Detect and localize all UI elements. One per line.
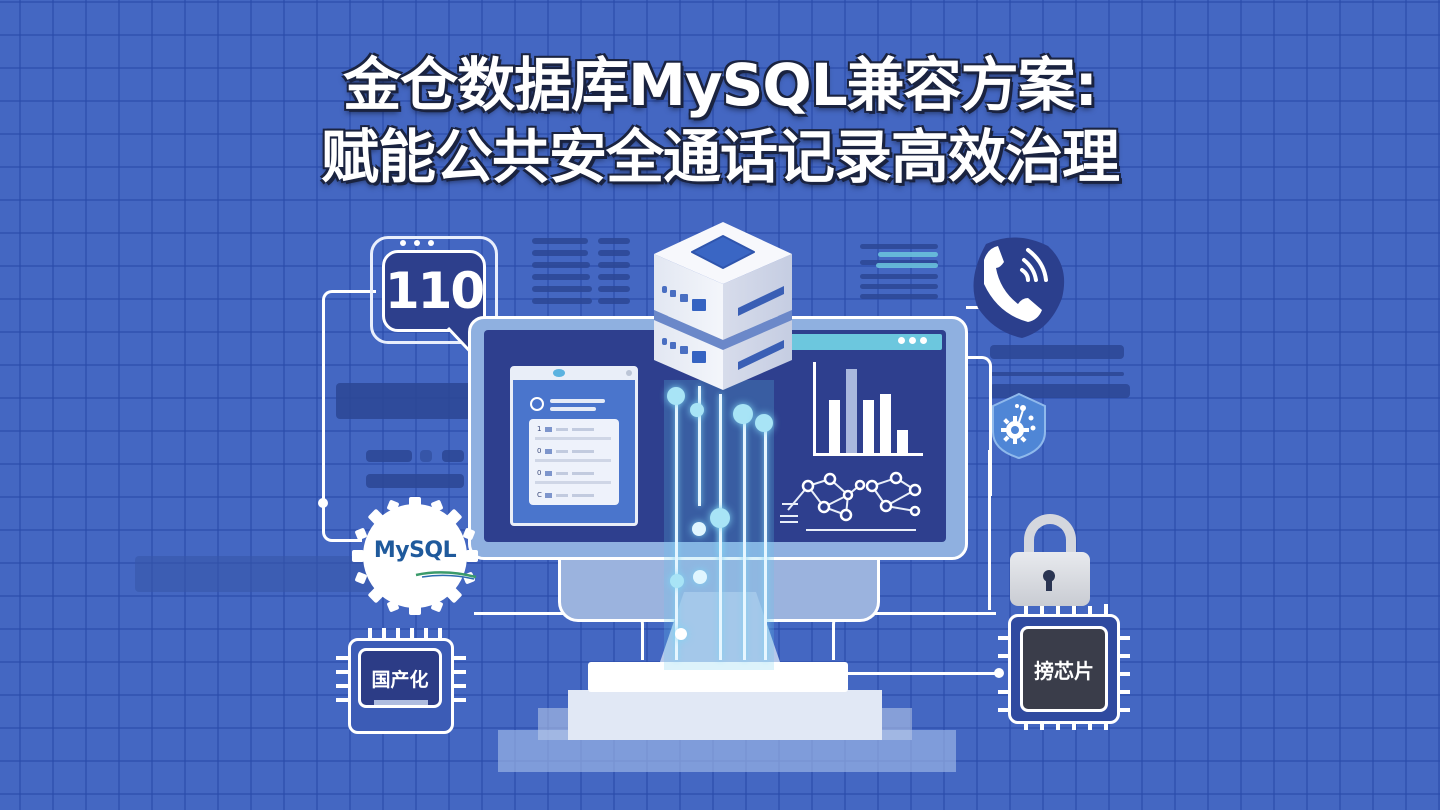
record-list-card: 1 0 0 C xyxy=(529,419,619,505)
panel-indicator xyxy=(553,369,565,377)
mysql-gear-icon xyxy=(352,497,478,615)
mysql-label: MySQL xyxy=(373,538,457,563)
shield-gear-icon xyxy=(992,392,1046,460)
panel-line xyxy=(550,399,605,403)
bubble-dots xyxy=(400,240,434,246)
chip-right-label: 搒芯片 xyxy=(1020,626,1108,712)
title-line-1: 金仓数据库MySQL兼容方案: xyxy=(343,51,1098,119)
title-line-2: 赋能公共安全通话记录高效治理 xyxy=(320,123,1120,191)
avatar-circle-icon xyxy=(530,397,544,411)
phone-call-icon xyxy=(973,237,1065,338)
pedestal-step-1 xyxy=(588,662,848,692)
row-number: C xyxy=(537,491,542,499)
server-database-icon xyxy=(654,222,792,390)
row-number: 1 xyxy=(537,425,542,433)
bubble-frame xyxy=(370,236,498,344)
window-dots-icon xyxy=(898,337,927,344)
row-number: 0 xyxy=(537,447,542,455)
row-number: 0 xyxy=(537,469,542,477)
panel-indicator-2 xyxy=(626,370,632,376)
network-graph-icon xyxy=(780,471,922,531)
chip-left-label: 国产化 xyxy=(358,648,442,708)
emergency-110-badge: 110 xyxy=(382,250,486,332)
panel-line xyxy=(550,407,596,411)
pedestal-step-2 xyxy=(568,690,882,740)
